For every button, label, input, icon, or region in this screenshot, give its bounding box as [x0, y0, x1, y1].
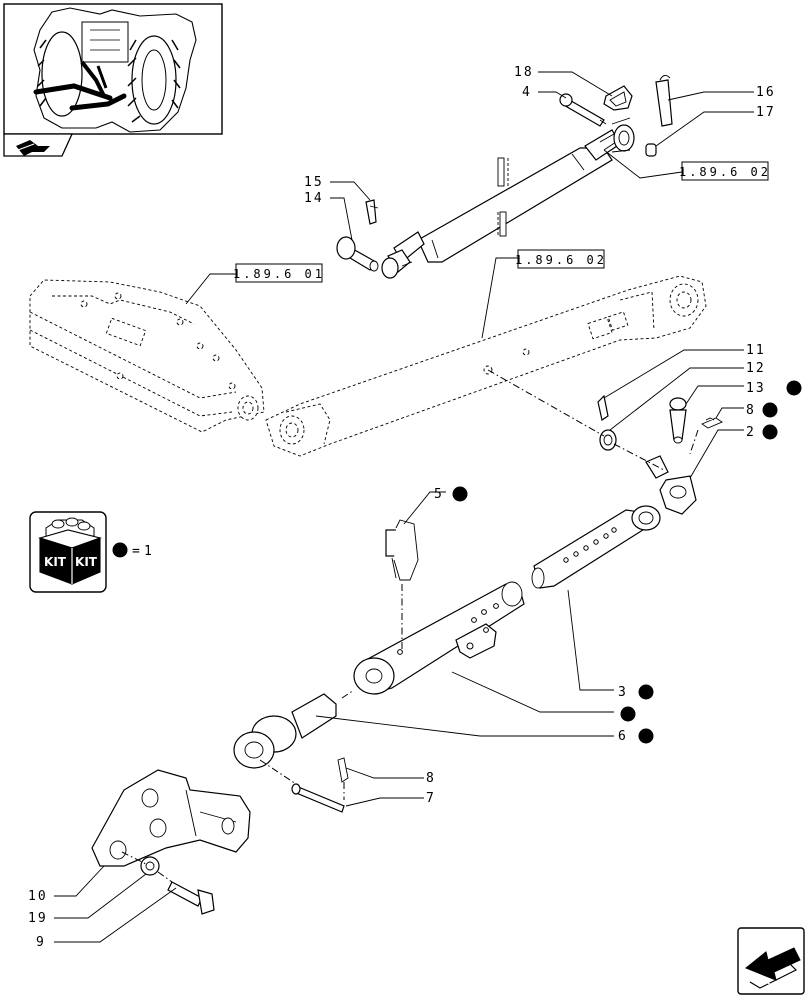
- callout-19: 19: [28, 911, 48, 926]
- tractor-thumbnail[interactable]: [3, 3, 223, 157]
- kit-legend-equals: =: [132, 544, 142, 559]
- callout-2: 2: [746, 425, 756, 440]
- kit-dot-blank: [620, 706, 636, 722]
- callout-labels: 18 4 16 17 15 14 11 12 13 8 2 5 3 6 8 7 …: [28, 65, 776, 950]
- callout-10: 10: [28, 889, 48, 904]
- callout-3: 3: [618, 685, 628, 700]
- clip-part-18: [603, 85, 633, 111]
- ref-top-link-text: 1.89.6 02: [679, 165, 771, 179]
- alignment-lines: [121, 369, 699, 883]
- callout-5: 5: [434, 487, 444, 502]
- washer-part-19: [140, 856, 160, 876]
- bracket-part-10: [91, 769, 251, 867]
- callout-9: 9: [36, 935, 46, 950]
- callout-18: 18: [514, 65, 534, 80]
- kit-box-icon: KIT KIT: [38, 517, 102, 585]
- callout-17: 17: [756, 105, 776, 120]
- callout-6: 6: [618, 729, 628, 744]
- pin-part-16: [655, 75, 673, 127]
- pin-part-7: [291, 783, 345, 813]
- bolt-part-9: [167, 881, 215, 915]
- ref-leaders: [185, 149, 683, 339]
- pin-part-14: [336, 236, 379, 272]
- spring-clip-part-8-top: [701, 417, 723, 429]
- callout-16: 16: [756, 85, 776, 100]
- ref-box-housing[interactable]: 1.89.6 01: [233, 263, 325, 283]
- clip-part-8: [337, 757, 349, 783]
- washer-part-12: [599, 429, 617, 451]
- callout-12: 12: [746, 361, 766, 376]
- bush-part-17: [645, 143, 657, 157]
- kit-markers: [452, 380, 802, 744]
- kit-dot-3: [638, 684, 654, 700]
- kit-text-right: KIT: [75, 555, 98, 569]
- ref-box-top-link[interactable]: 1.89.6 02: [679, 161, 771, 181]
- linch-pin-part-4: [559, 93, 607, 127]
- callout-4: 4: [522, 85, 532, 100]
- kit-legend-dot: [112, 542, 128, 558]
- top-link: [381, 117, 635, 279]
- knob-pin-part-13: [669, 397, 687, 444]
- kit-dot-2: [762, 424, 778, 440]
- tube-part-6: [353, 581, 525, 695]
- kit-dot-8: [762, 402, 778, 418]
- callout-15: 15: [304, 175, 324, 190]
- callout-11: 11: [746, 343, 766, 358]
- clevis-part-2: [645, 455, 697, 515]
- tractor-rear-thumbnail-icon: [33, 7, 197, 133]
- rod-part-3: [531, 505, 661, 589]
- callout-8: 8: [426, 771, 436, 786]
- pin-part-5: [385, 519, 419, 581]
- kit-legend-value: 1: [144, 544, 154, 559]
- ball-end: [233, 693, 337, 769]
- housing-outline: [29, 279, 265, 433]
- kit-dot-13: [786, 380, 802, 396]
- callout-7: 7: [426, 791, 436, 806]
- lift-arm-outline: [265, 275, 707, 457]
- kit-dot-5: [452, 486, 468, 502]
- kit-dot-6: [638, 728, 654, 744]
- ref-housing-text: 1.89.6 01: [233, 267, 325, 281]
- kit-legend: KIT KIT = 1: [29, 511, 154, 593]
- ref-box-lift-arm[interactable]: 1.89.6 02: [515, 249, 607, 269]
- book-arrow-icon: [16, 140, 50, 156]
- clip-part-11: [597, 394, 609, 421]
- kit-text-left: KIT: [44, 555, 67, 569]
- back-navigation-button[interactable]: [737, 927, 805, 995]
- clip-part-15: [365, 199, 379, 225]
- callout-8-top: 8: [746, 403, 756, 418]
- callout-leaders: [54, 71, 754, 943]
- ref-lift-arm-text: 1.89.6 02: [515, 253, 607, 267]
- callout-13: 13: [746, 381, 766, 396]
- arrow-back-icon: [745, 947, 801, 989]
- callout-14: 14: [304, 191, 324, 206]
